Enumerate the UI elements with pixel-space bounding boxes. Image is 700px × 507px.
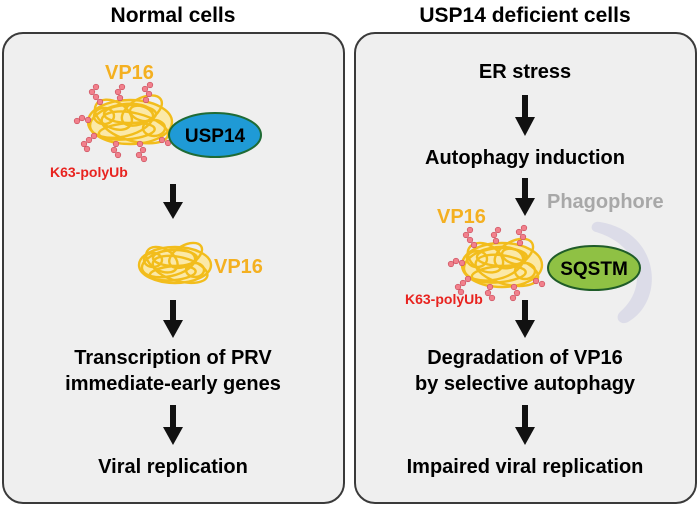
vp16-protein-deubiquitinated <box>137 241 213 285</box>
right-arrow-1 <box>515 95 535 136</box>
left-arrow-1 <box>163 184 183 219</box>
right-step-degradation-line-2: by selective autophagy <box>415 373 636 395</box>
left-k63-label: K63-polyUb <box>50 164 128 180</box>
phagophore-membrane <box>591 221 652 324</box>
left-arrow-3 <box>163 405 183 445</box>
left-step-transcription-line-2: immediate-early genes <box>65 373 281 395</box>
right-step-autophagy-induction: Autophagy induction <box>425 147 625 169</box>
sqstm-receptor <box>547 245 641 291</box>
vp16-protein-ubiquitinated-right <box>447 224 546 302</box>
left-vp16-label-top: VP16 <box>105 62 154 84</box>
usp14-label: USP14 <box>185 126 246 147</box>
right-arrow-4 <box>515 405 535 445</box>
right-step-er-stress: ER stress <box>479 61 571 83</box>
phagophore-label: Phagophore <box>547 191 664 213</box>
left-step-viral-replication: Viral replication <box>98 456 248 478</box>
sqstm-label: SQSTM <box>560 259 628 280</box>
usp14-enzyme <box>168 112 262 158</box>
left-step-transcription-line-1: Transcription of PRV <box>74 347 272 369</box>
right-panel-heading: USP14 deficient cells <box>419 4 630 27</box>
right-k63-label: K63-polyUb <box>405 291 483 307</box>
left-arrow-2 <box>163 300 183 338</box>
right-vp16-label: VP16 <box>437 206 486 228</box>
right-step-degradation-line-1: Degradation of VP16 <box>427 347 623 369</box>
right-arrow-3 <box>515 300 535 338</box>
right-step-impaired-replication: Impaired viral replication <box>407 456 644 478</box>
left-vp16-label-mid: VP16 <box>214 256 263 278</box>
left-panel-heading: Normal cells <box>111 4 236 27</box>
vp16-protein-ubiquitinated-left <box>73 81 174 163</box>
right-arrow-2 <box>515 178 535 216</box>
